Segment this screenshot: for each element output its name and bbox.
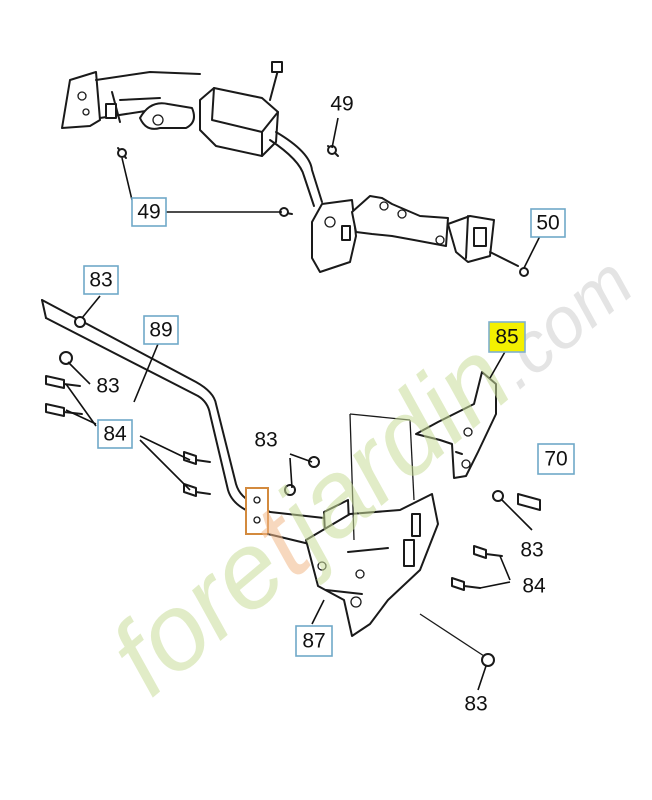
svg-text:83: 83 (520, 539, 543, 562)
svg-text:85: 85 (495, 326, 518, 349)
callout-84-right: 84 (522, 575, 546, 598)
callout-83-mid: 83 (254, 429, 277, 452)
callout-83-bottom: 83 (464, 693, 487, 716)
callout-84-left: 84 (97, 419, 133, 449)
svg-text:49: 49 (330, 93, 353, 116)
callout-70: 70 (537, 443, 575, 475)
svg-text:89: 89 (149, 319, 172, 342)
svg-text:83: 83 (96, 375, 119, 398)
callout-49-left: 49 (131, 197, 167, 227)
lower-lever-assembly (41, 299, 541, 667)
svg-text:50: 50 (536, 212, 559, 235)
callout-50: 50 (530, 208, 566, 238)
callout-83-right: 83 (520, 539, 543, 562)
callout-87: 87 (295, 625, 333, 657)
callout-83-left: 83 (96, 375, 119, 398)
svg-text:84: 84 (103, 423, 127, 446)
upper-lever-assembly (61, 61, 529, 277)
svg-text:49: 49 (137, 201, 160, 224)
leader-lines (65, 117, 541, 691)
svg-text:83: 83 (464, 693, 487, 716)
callout-85: 85 (488, 321, 526, 353)
callout-49-top: 49 (330, 93, 353, 116)
svg-text:83: 83 (89, 269, 112, 292)
svg-text:87: 87 (302, 630, 325, 653)
svg-text:83: 83 (254, 429, 277, 452)
svg-text:84: 84 (522, 575, 546, 598)
svg-text:70: 70 (544, 448, 567, 471)
callout-89: 89 (143, 315, 179, 345)
callout-83-rod: 83 (83, 265, 119, 295)
